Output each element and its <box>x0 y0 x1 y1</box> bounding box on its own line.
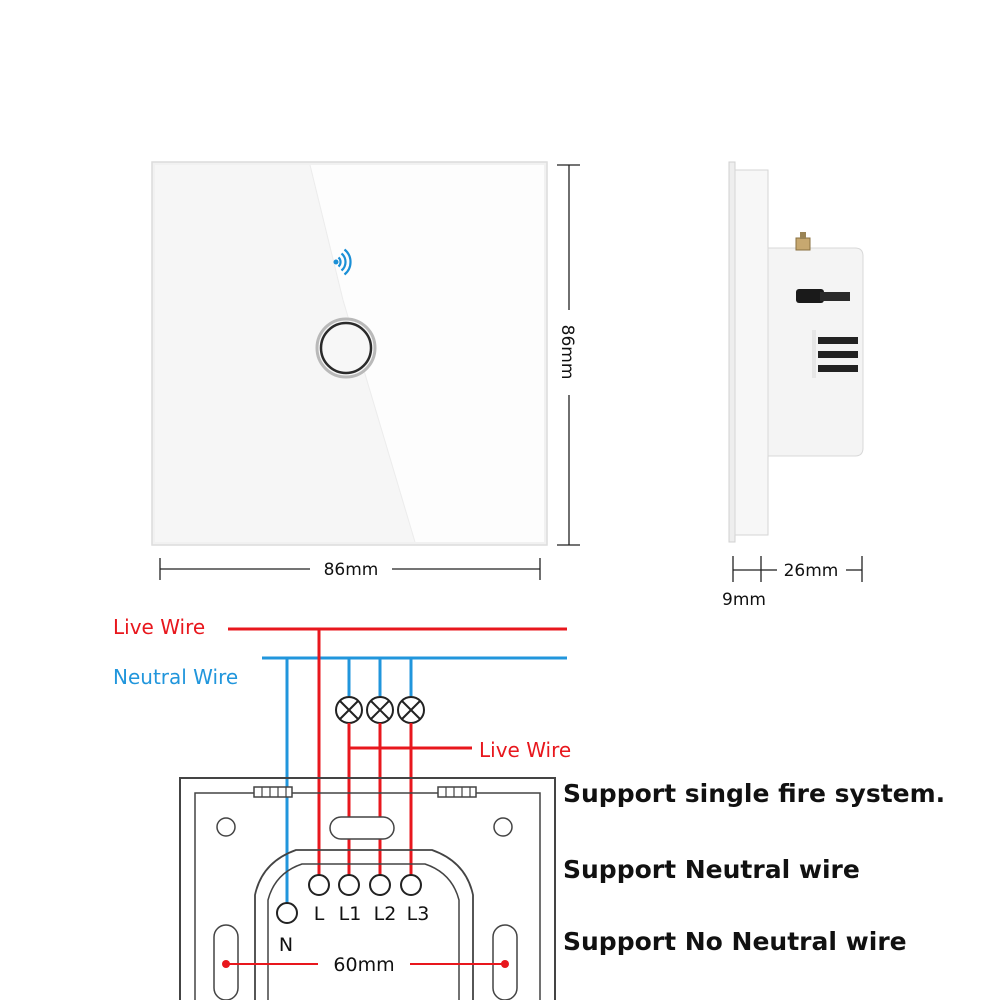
lamp-2 <box>366 696 394 724</box>
switch-back-box: N L L1 L2 L3 60mm <box>179 777 556 1000</box>
wifi-icon <box>333 248 352 276</box>
switch-front-view <box>151 161 548 546</box>
terminal-label-l: L <box>314 903 325 925</box>
wiring-diagram: Live Wire Neutral Wire <box>113 615 571 904</box>
plate-thickness-label: 9mm <box>722 590 766 610</box>
touch-button-ring[interactable] <box>315 317 377 379</box>
live-wire-label: Live Wire <box>113 615 205 639</box>
depth-dimension: 26mm 9mm <box>722 556 863 610</box>
switch-side-view <box>728 161 864 543</box>
feature-single-fire: Support single fire system. <box>563 779 946 808</box>
terminal-n <box>276 902 298 924</box>
terminal-label-l3: L3 <box>407 903 430 925</box>
width-dimension: 86mm <box>159 558 541 580</box>
terminal-l1 <box>338 874 360 896</box>
terminal-l2 <box>369 874 391 896</box>
terminal-l3 <box>400 874 422 896</box>
feature-neutral-wire: Support Neutral wire <box>563 855 860 884</box>
height-dimension: 86mm <box>557 164 580 546</box>
terminal-l <box>308 874 330 896</box>
terminal-label-n: N <box>279 934 293 956</box>
terminal-label-l1: L1 <box>339 903 362 925</box>
terminal-label-l2: L2 <box>374 903 397 925</box>
lamp-1 <box>335 696 363 724</box>
mount-spacing-label: 60mm <box>333 954 394 976</box>
neutral-wire-label: Neutral Wire <box>113 665 238 689</box>
feature-no-neutral-wire: Support No Neutral wire <box>563 927 907 956</box>
lamp-3 <box>397 696 425 724</box>
height-label: 86mm <box>557 325 577 380</box>
width-label: 86mm <box>324 560 379 580</box>
depth-label: 26mm <box>784 561 839 581</box>
load-live-wire-label: Live Wire <box>479 738 571 762</box>
